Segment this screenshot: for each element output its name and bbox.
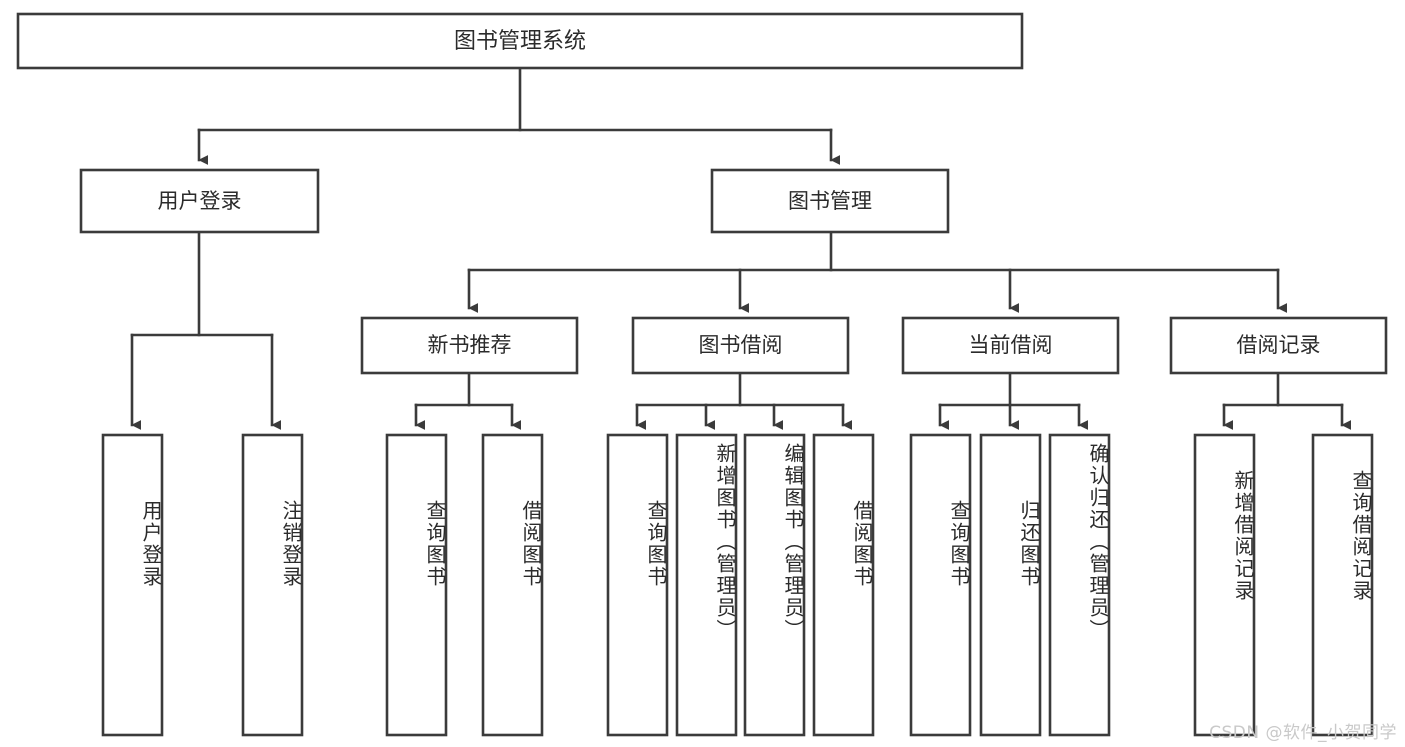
leaf-box-current-borrow-1[interactable] [909,433,972,737]
node-root-system-label: 图书管理系统 [454,29,586,54]
node-current-borrow-label: 当前借阅 [969,333,1053,357]
node-new-book-recommend[interactable]: 新书推荐 [360,316,579,375]
leaf-box-user-login-1[interactable] [101,433,164,737]
leaf-box-new-book-1[interactable] [385,433,448,737]
leaf-box-borrow-record-2[interactable] [1311,433,1374,737]
leaf-box-current-borrow-3[interactable] [1048,433,1111,737]
leaf-box-book-borrow-2[interactable] [675,433,738,737]
leaf-box-layer [101,433,1374,737]
node-root-system[interactable]: 图书管理系统 [16,12,1024,70]
node-borrow-record-label: 借阅记录 [1237,333,1321,357]
leaf-box-book-borrow-1[interactable] [606,433,669,737]
node-borrow-record[interactable]: 借阅记录 [1169,316,1388,375]
node-book-borrow-label: 图书借阅 [699,333,783,357]
leaf-box-book-borrow-4[interactable] [812,433,875,737]
node-new-book-recommend-label: 新书推荐 [428,333,512,357]
leaf-box-book-borrow-3[interactable] [743,433,806,737]
node-user-login-label: 用户登录 [158,189,242,213]
leaf-box-current-borrow-2[interactable] [979,433,1042,737]
node-book-borrow[interactable]: 图书借阅 [631,316,850,375]
leaf-box-user-login-2[interactable] [241,433,304,737]
node-user-login[interactable]: 用户登录 [79,168,320,234]
node-book-manage[interactable]: 图书管理 [710,168,950,234]
connector-layer [130,66,1352,430]
node-current-borrow[interactable]: 当前借阅 [901,316,1120,375]
leaf-box-new-book-2[interactable] [481,433,544,737]
node-book-manage-label: 图书管理 [788,189,872,213]
leaf-box-borrow-record-1[interactable] [1193,433,1256,737]
csdn-watermark: CSDN @软件_小贺同学 [1209,723,1397,743]
